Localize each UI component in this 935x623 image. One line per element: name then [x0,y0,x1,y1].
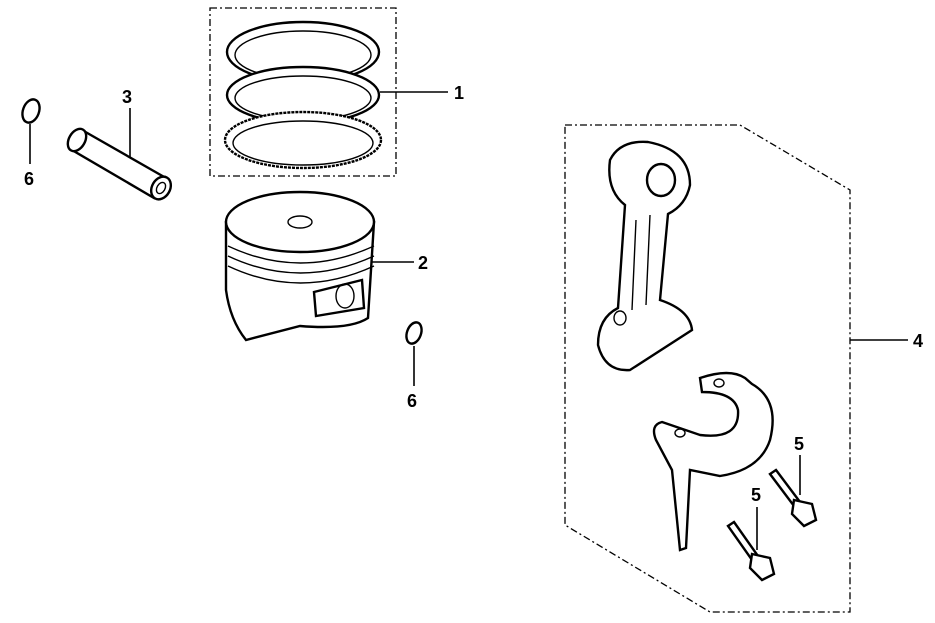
rod-bolt-lower [726,507,776,582]
connecting-rod-set [564,124,908,613]
callout-1: 1 [454,83,464,103]
piston-ring-set [209,7,448,177]
pin-clip-left [21,98,41,164]
callout-2: 2 [418,253,428,273]
callout-3: 3 [122,87,132,107]
callout-6-left: 6 [24,169,34,189]
piston-pin [66,108,173,201]
callout-5-lower: 5 [751,485,761,505]
piston [224,190,414,342]
callout-6-right: 6 [407,391,417,411]
callout-5-upper: 5 [794,434,804,454]
callout-4: 4 [913,331,923,351]
pin-clip-right [405,321,423,386]
rod-bolt-upper [768,455,818,528]
